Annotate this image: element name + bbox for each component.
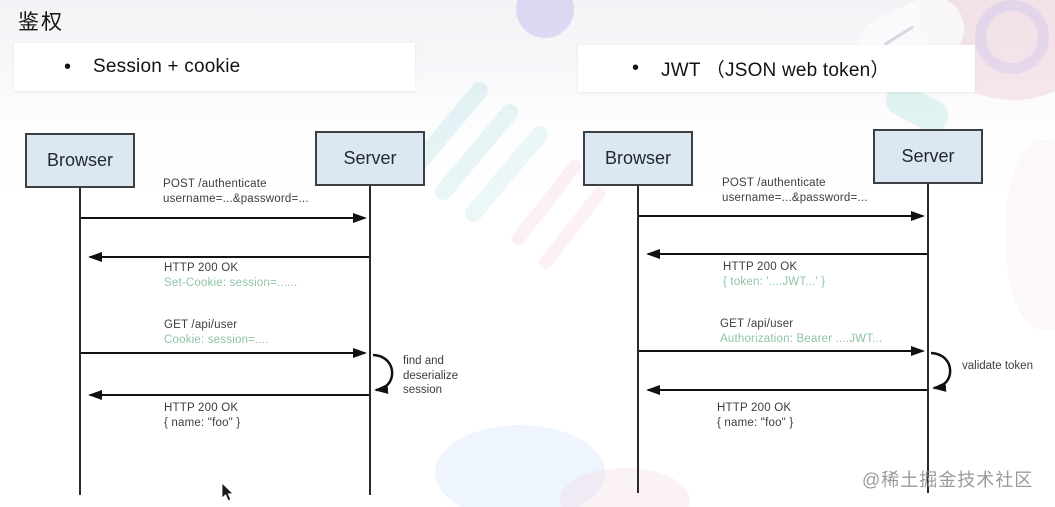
message-http200-name-foo: HTTP 200 OK { name: "foo" } bbox=[717, 401, 793, 430]
message-get-api-user: GET /api/user Cookie: session=.... bbox=[164, 318, 269, 347]
message-get-api-user: GET /api/user Authorization: Bearer ....… bbox=[720, 317, 882, 346]
decorative-blob bbox=[883, 25, 915, 46]
message-line: { name: "foo" } bbox=[717, 416, 794, 429]
bullet-point: • bbox=[632, 57, 640, 79]
heading-banner-session-cookie: • Session + cookie bbox=[14, 43, 415, 91]
page-title: 鉴权 bbox=[18, 11, 64, 34]
message-line: GET /api/user bbox=[720, 318, 794, 330]
message-line: HTTP 200 OK bbox=[717, 402, 792, 414]
bullet-point: • bbox=[64, 55, 72, 78]
message-line-highlight: Cookie: session=.... bbox=[164, 333, 269, 346]
actor-server: Server bbox=[315, 131, 425, 186]
message-line-highlight: Authorization: Bearer ....JWT... bbox=[720, 332, 883, 345]
message-line: HTTP 200 OK bbox=[723, 261, 798, 273]
message-http200-name-foo: HTTP 200 OK { name: "foo" } bbox=[164, 401, 240, 430]
message-line: HTTP 200 OK bbox=[164, 262, 239, 274]
watermark: @稀土掘金技术社区 bbox=[862, 470, 1034, 490]
sequence-diagram-session-cookie: Browser Server POST /authenticate userna… bbox=[0, 125, 520, 507]
note-line: find and bbox=[403, 355, 444, 367]
actor-browser: Browser bbox=[25, 133, 135, 188]
note-validate-token: validate token bbox=[962, 359, 1033, 374]
message-line: username=...&password=... bbox=[722, 191, 868, 204]
sequence-lines bbox=[79, 186, 394, 495]
message-http200-setcookie: HTTP 200 OK Set-Cookie: session=...... bbox=[164, 261, 297, 290]
heading-banner-jwt: • JWT （JSON web token） bbox=[578, 45, 975, 92]
message-post-authenticate: POST /authenticate username=...&password… bbox=[163, 177, 309, 206]
sequence-diagram-jwt: Browser Server POST /authenticate userna… bbox=[558, 125, 1055, 507]
message-line: POST /authenticate bbox=[722, 177, 826, 189]
actor-server: Server bbox=[873, 129, 983, 184]
heading-session-cookie: Session + cookie bbox=[93, 56, 241, 77]
message-http200-token: HTTP 200 OK { token: '....JWT...' } bbox=[723, 260, 825, 289]
message-line: { name: "foo" } bbox=[164, 416, 241, 429]
note-line: validate token bbox=[962, 360, 1033, 372]
message-post-authenticate: POST /authenticate username=...&password… bbox=[722, 176, 868, 205]
sequence-lines bbox=[637, 184, 952, 493]
decorative-blob bbox=[975, 0, 1049, 74]
message-line: HTTP 200 OK bbox=[164, 402, 239, 414]
heading-jwt: JWT （JSON web token） bbox=[661, 60, 890, 81]
actor-browser: Browser bbox=[583, 131, 693, 186]
message-line-highlight: Set-Cookie: session=...... bbox=[164, 276, 298, 289]
actor-browser-label: Browser bbox=[46, 150, 113, 170]
mouse-cursor bbox=[221, 482, 235, 507]
message-line-highlight: { token: '....JWT...' } bbox=[723, 275, 826, 288]
note-line: deserialize bbox=[403, 369, 458, 382]
message-line: username=...&password=... bbox=[163, 192, 309, 205]
note-deserialize-session: find and deserialize session bbox=[403, 354, 458, 398]
actor-server-label: Server bbox=[901, 146, 955, 166]
actor-server-label: Server bbox=[343, 148, 397, 168]
decorative-blob bbox=[516, 0, 574, 38]
actor-browser-label: Browser bbox=[604, 148, 671, 168]
message-line: GET /api/user bbox=[164, 319, 238, 331]
message-line: POST /authenticate bbox=[163, 178, 267, 190]
note-line: session bbox=[403, 384, 442, 396]
